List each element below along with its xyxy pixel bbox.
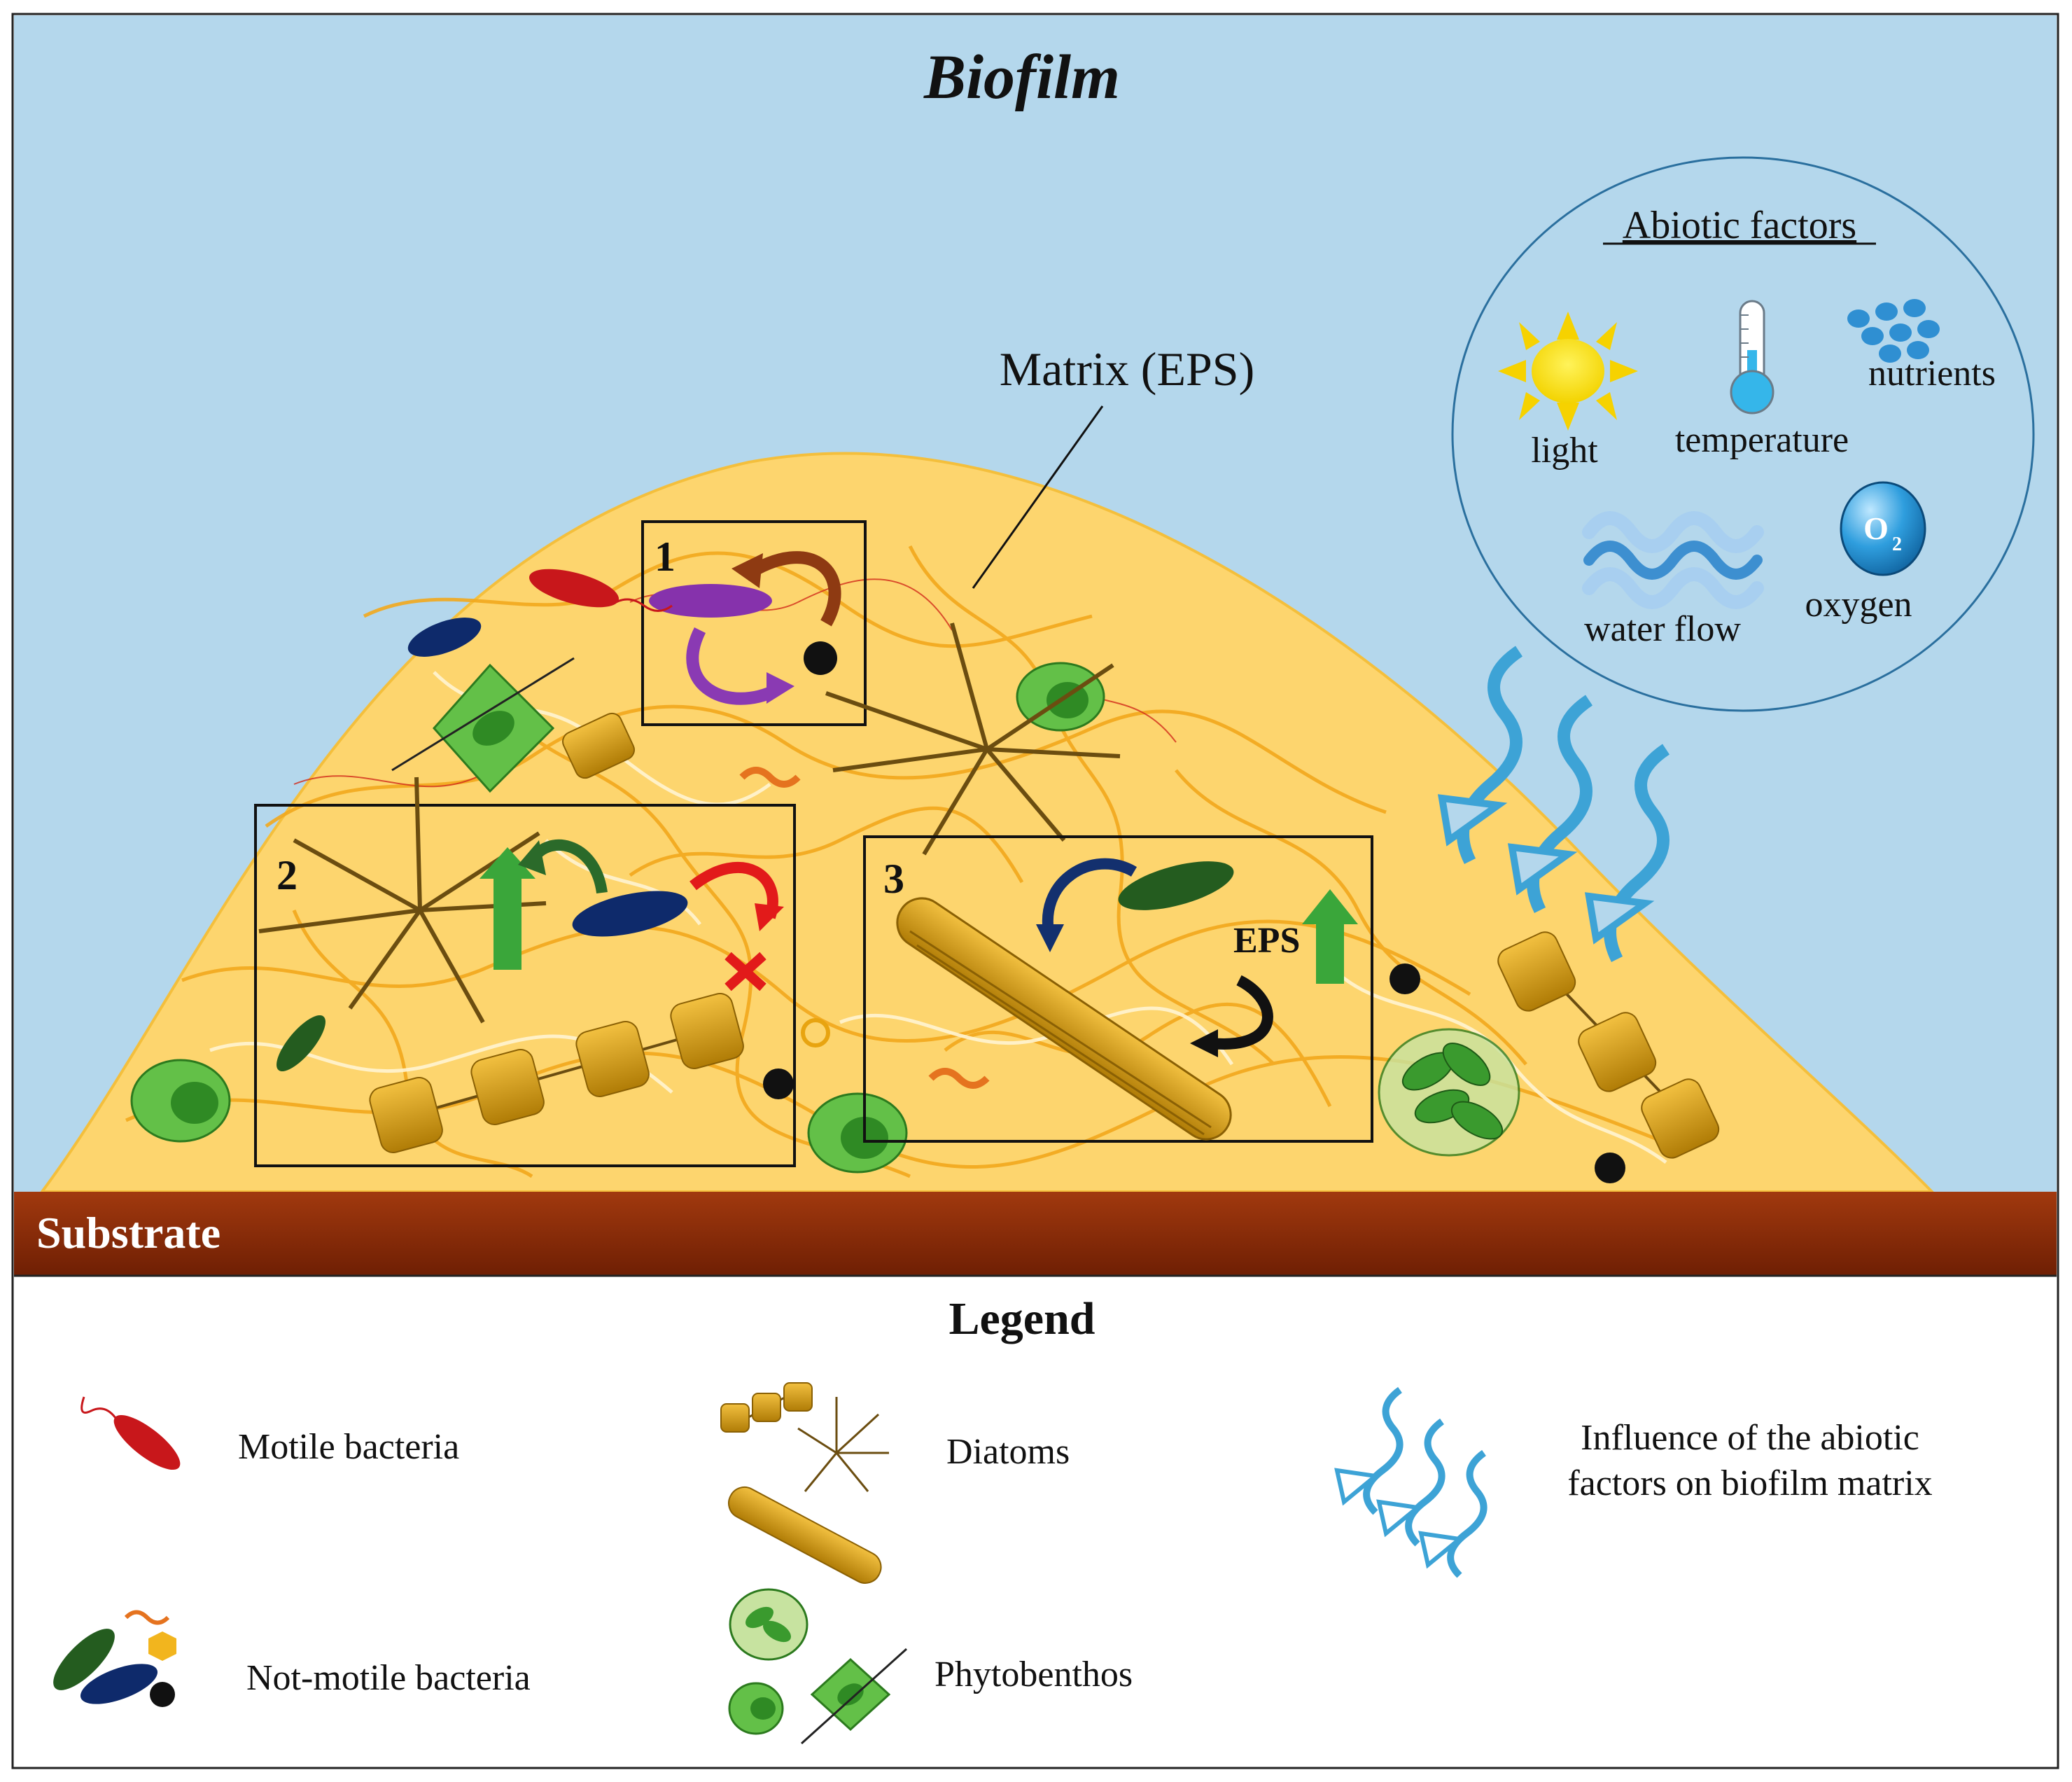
legend-title: Legend (948, 1293, 1095, 1344)
star-diatom-center (825, 622, 1121, 856)
interaction-box-3: 3 EPS (863, 835, 1373, 1143)
diatom-cylinder (562, 712, 635, 779)
green-up-arrow (479, 847, 536, 970)
box-3-number: 3 (883, 856, 904, 902)
black-cell (804, 641, 837, 675)
green-up-arrow (1302, 889, 1358, 984)
light-label: light (1531, 431, 1598, 471)
orange-squiggle (928, 1068, 990, 1089)
green-bacterium (1118, 861, 1234, 910)
black-cell (1390, 963, 1420, 994)
green-bacterium (276, 1015, 326, 1072)
oxygen-subscript: 2 (1892, 534, 1902, 555)
legend-diatoms-label: Diatoms (946, 1432, 1070, 1472)
legend-diatoms-icon (720, 1382, 889, 1584)
navy-arrowhead (1036, 924, 1064, 952)
purple-arrowhead (766, 672, 794, 704)
phytobenthos-cell (807, 1092, 908, 1174)
eps-label: EPS (1233, 921, 1300, 961)
water-flow-icon (1582, 511, 1764, 609)
star-diatom (258, 777, 547, 1024)
substrate-label: Substrate (36, 1208, 220, 1258)
legend-phytobenthos-label: Phytobenthos (934, 1655, 1133, 1694)
black-cell (763, 1068, 794, 1099)
interaction-box-1: 1 (641, 520, 867, 726)
orange-squiggle (739, 767, 801, 788)
motile-bacterium (528, 569, 673, 612)
green-arrowhead (518, 840, 546, 875)
navy-arrow (1042, 858, 1138, 940)
legend-influence-label-1: Influence of the abiotic (1581, 1418, 1919, 1458)
phytobenthos-diamond (391, 657, 575, 793)
red-cross-icon (724, 952, 766, 991)
legend: Legend Motile bacteria Not-motile bacter… (14, 1274, 2057, 1745)
oxygen-label: oxygen (1805, 585, 1912, 625)
red-arrow (690, 861, 778, 919)
phytobenthos-cell (130, 1059, 231, 1143)
oxygen-symbol: O (1863, 510, 1889, 546)
black-arrowhead (1190, 1029, 1218, 1057)
biofilm-matrix (39, 452, 1935, 1193)
phytobenthos-colony (1378, 1028, 1520, 1157)
abiotic-factors-panel: Abiotic factors light temperature (1451, 156, 2035, 712)
legend-motile-icon (80, 1396, 181, 1470)
substrate-layer (14, 1192, 2057, 1276)
brown-arrowhead (732, 553, 763, 588)
matrix-label: Matrix (EPS) (1000, 342, 1255, 396)
matrix-pointer-line (972, 405, 1104, 589)
purple-bacterium (649, 584, 772, 618)
black-arrow (1210, 975, 1273, 1050)
nutrients-icon (1847, 299, 1940, 363)
red-arrowhead (755, 903, 784, 931)
influence-arrowheads (1437, 794, 1655, 945)
brown-arrow (742, 551, 841, 627)
pennate-diatom (896, 897, 1232, 1141)
legend-not-motile-label: Not-motile bacteria (246, 1658, 531, 1698)
temperature-label: temperature (1675, 420, 1849, 460)
diatom-chain-right (1497, 931, 1720, 1159)
nutrients-label: nutrients (1868, 354, 1996, 394)
water-flow-label: water flow (1584, 609, 1741, 649)
figure-title: Biofilm (923, 43, 1120, 112)
black-cell (1595, 1153, 1625, 1183)
oxygen-icon: O 2 (1840, 481, 1926, 576)
not-motile-bacterium (407, 618, 482, 657)
yellow-ring-cell (801, 1018, 830, 1047)
abiotic-title: Abiotic factors (1623, 204, 1856, 247)
box-2-number: 2 (276, 852, 298, 898)
purple-arrow (686, 627, 780, 705)
thermometer-icon (1730, 300, 1774, 415)
legend-not-motile-icon (53, 1610, 176, 1707)
box-1-number: 1 (654, 534, 676, 580)
navy-bacterium (572, 891, 688, 937)
legend-influence-label-2: factors on biofilm matrix (1567, 1463, 1932, 1503)
legend-influence-icon (1334, 1386, 1488, 1578)
sun-icon (1498, 312, 1638, 431)
diatom-chain (369, 993, 744, 1153)
interaction-box-2: 2 (254, 777, 796, 1167)
legend-phytobenthos-icon (728, 1588, 908, 1745)
legend-motile-label: Motile bacteria (238, 1427, 459, 1467)
